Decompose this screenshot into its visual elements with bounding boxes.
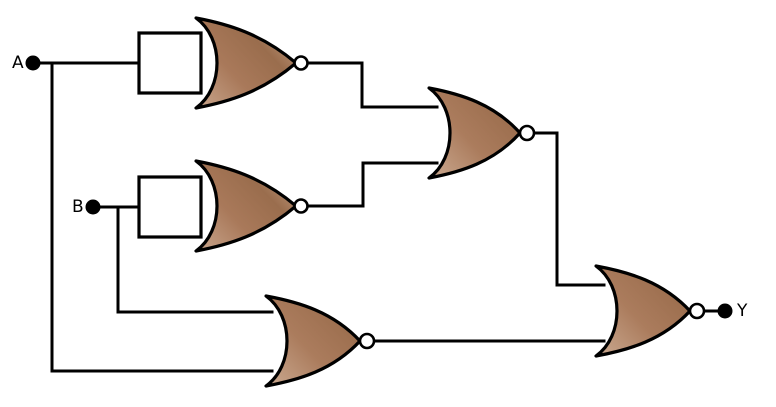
input-terminal-b[interactable] (85, 199, 101, 215)
input-label-a: A (12, 53, 24, 73)
wire-gate3-to-gate5 (525, 131, 606, 287)
nor-gate-1-inversion-bubble (293, 55, 309, 71)
wire-layer (31, 61, 727, 373)
nor-gate-2-inversion-bubble (293, 198, 309, 214)
nor-gate-5-inversion-bubble (688, 302, 706, 320)
terminal-layer: A B Y (12, 53, 748, 321)
input-label-b: B (72, 197, 84, 217)
nor-gate-2-body (194, 159, 298, 253)
nor-gate-3[interactable] (427, 86, 536, 180)
output-terminal-y[interactable] (717, 303, 733, 319)
nor-gate-5-body (594, 264, 692, 358)
output-label-y: Y (736, 301, 748, 321)
nor-gate-1-input-box (137, 31, 203, 95)
nor-gate-4-inversion-bubble (358, 332, 376, 350)
wire-b-branch-to-gate4 (116, 205, 274, 314)
nor-gate-2[interactable] (137, 159, 309, 253)
nor-gate-3-body (427, 86, 522, 180)
nor-gate-5[interactable] (594, 264, 706, 358)
input-terminal-a[interactable] (25, 55, 41, 71)
nor-gate-1-body (194, 16, 298, 110)
nor-gate-4[interactable] (264, 294, 376, 388)
wire-gate1-to-gate3 (299, 61, 439, 109)
wire-a-branch-to-gate4 (50, 61, 274, 373)
nor-gate-3-inversion-bubble (518, 124, 536, 142)
nor-gate-1[interactable] (137, 16, 309, 110)
wire-gate2-to-gate3 (299, 161, 439, 208)
nor-gate-2-input-box (137, 175, 203, 239)
nor-gate-4-body (264, 294, 362, 388)
